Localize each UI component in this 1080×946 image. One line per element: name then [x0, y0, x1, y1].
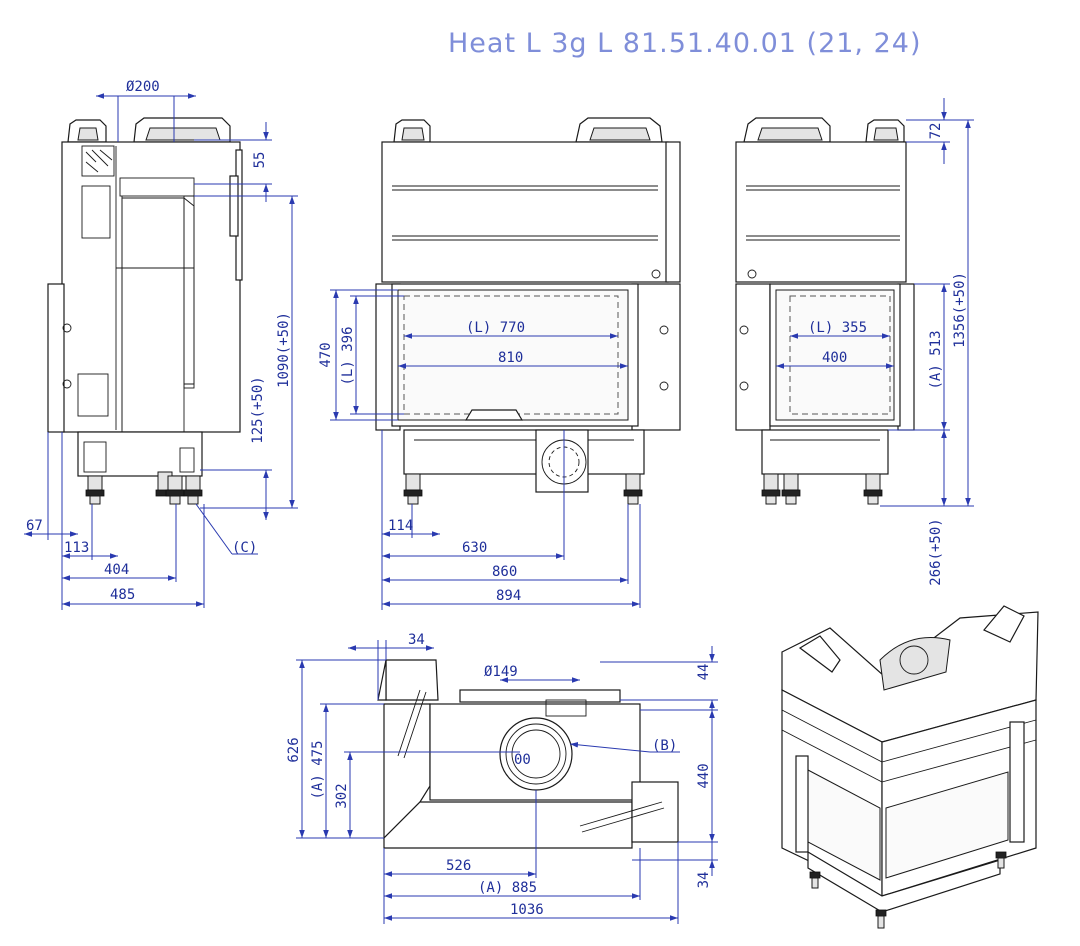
right-left-panel — [735, 283, 771, 431]
right-glass — [775, 289, 895, 421]
front-view: 470 (L) 396 (L) 770 810 114 630 860 894 — [318, 117, 681, 610]
front-glass — [397, 289, 629, 421]
front-opening-outline — [403, 295, 619, 415]
iso-handle-left — [798, 635, 841, 673]
isometric-view — [781, 605, 1039, 929]
side-rear-plate — [47, 283, 65, 433]
dim-l355: (L) 355 — [808, 320, 867, 336]
dim-a885: (A) 885 — [478, 880, 537, 896]
side-front-slot — [229, 175, 239, 237]
right-feet — [761, 473, 883, 505]
dim-a475: (A) 475 — [310, 740, 326, 799]
dim-72: 72 — [928, 123, 944, 140]
dim-894: 894 — [496, 588, 521, 604]
side-view: Ø200 55 1090(+50) 125(+50) 67 113 404 48… — [24, 79, 298, 610]
dim-470: 470 — [318, 342, 334, 367]
dim-302: 302 — [334, 783, 350, 808]
dim-485: 485 — [110, 587, 135, 603]
dim-44: 44 — [696, 664, 712, 681]
label-c: (C) — [232, 540, 257, 556]
dim-626: 626 — [286, 737, 302, 762]
iso-base — [807, 850, 1001, 913]
dim-113: 113 — [64, 540, 89, 556]
side-base — [77, 431, 203, 477]
top-flue-plate — [459, 689, 621, 703]
side-body — [61, 141, 241, 433]
dim-630: 630 — [462, 540, 487, 556]
front-feet — [403, 473, 643, 505]
dim-1090: 1090(+50) — [276, 312, 292, 388]
right-upper-panel — [735, 141, 907, 283]
iso-right-glass — [885, 771, 1009, 879]
top-corner-block — [385, 659, 439, 701]
iso-flue — [879, 637, 951, 691]
side-handle-right-grip — [145, 127, 221, 141]
front-base — [403, 429, 645, 475]
iso-handle-right — [983, 605, 1025, 643]
top-view: 00 34 Ø149 44 626 (A) 475 302 440 (B) 34 — [286, 632, 718, 924]
dim-1036: 1036 — [510, 902, 544, 918]
right-base — [761, 429, 889, 475]
dim-149: Ø149 — [484, 664, 518, 680]
side-handle-left-grip — [77, 127, 99, 141]
side-panel-upper — [81, 185, 111, 239]
dim-810: 810 — [498, 350, 523, 366]
dim-526: 526 — [446, 858, 471, 874]
dim-67: 67 — [26, 518, 43, 534]
top-right-block — [631, 781, 679, 843]
dim-440: 440 — [696, 763, 712, 788]
front-upper-panel — [381, 141, 669, 283]
dim-114: 114 — [388, 518, 413, 534]
dim-l396: (L) 396 — [340, 326, 356, 385]
dim-a513: (A) 513 — [928, 330, 944, 389]
dim-34-top: 34 — [408, 632, 425, 648]
right-view: 72 (L) 355 400 (A) 513 1356(+50) 266(+50… — [735, 98, 974, 586]
dim-1356: 1356(+50) — [952, 272, 968, 348]
iso-feet — [809, 851, 1007, 929]
label-b: (B) — [652, 738, 677, 754]
dim-55: 55 — [252, 152, 268, 169]
dim-34-bottom: 34 — [696, 872, 712, 889]
side-vent-grille — [81, 145, 115, 177]
dim-266: 266(+50) — [928, 518, 944, 585]
top-flue-ring — [499, 717, 573, 791]
top-front-wing — [383, 801, 633, 849]
dim-860: 860 — [492, 564, 517, 580]
top-flue-label: 00 — [514, 752, 531, 768]
dim-404: 404 — [104, 562, 129, 578]
front-air-intake — [535, 429, 589, 493]
dim-125: 125(+50) — [250, 376, 266, 443]
side-flue-collar — [119, 177, 195, 197]
right-opening-outline — [789, 295, 891, 415]
dim-400: 400 — [822, 350, 847, 366]
drawing-title: Heat L 3g L 81.51.40.01 (21, 24) — [448, 28, 921, 59]
side-feet — [85, 471, 203, 505]
front-door-handle — [464, 409, 524, 421]
front-right-panel — [631, 283, 681, 431]
dim-diameter-200: Ø200 — [126, 79, 160, 95]
dim-l770: (L) 770 — [466, 320, 525, 336]
side-panel-lower — [77, 373, 109, 417]
